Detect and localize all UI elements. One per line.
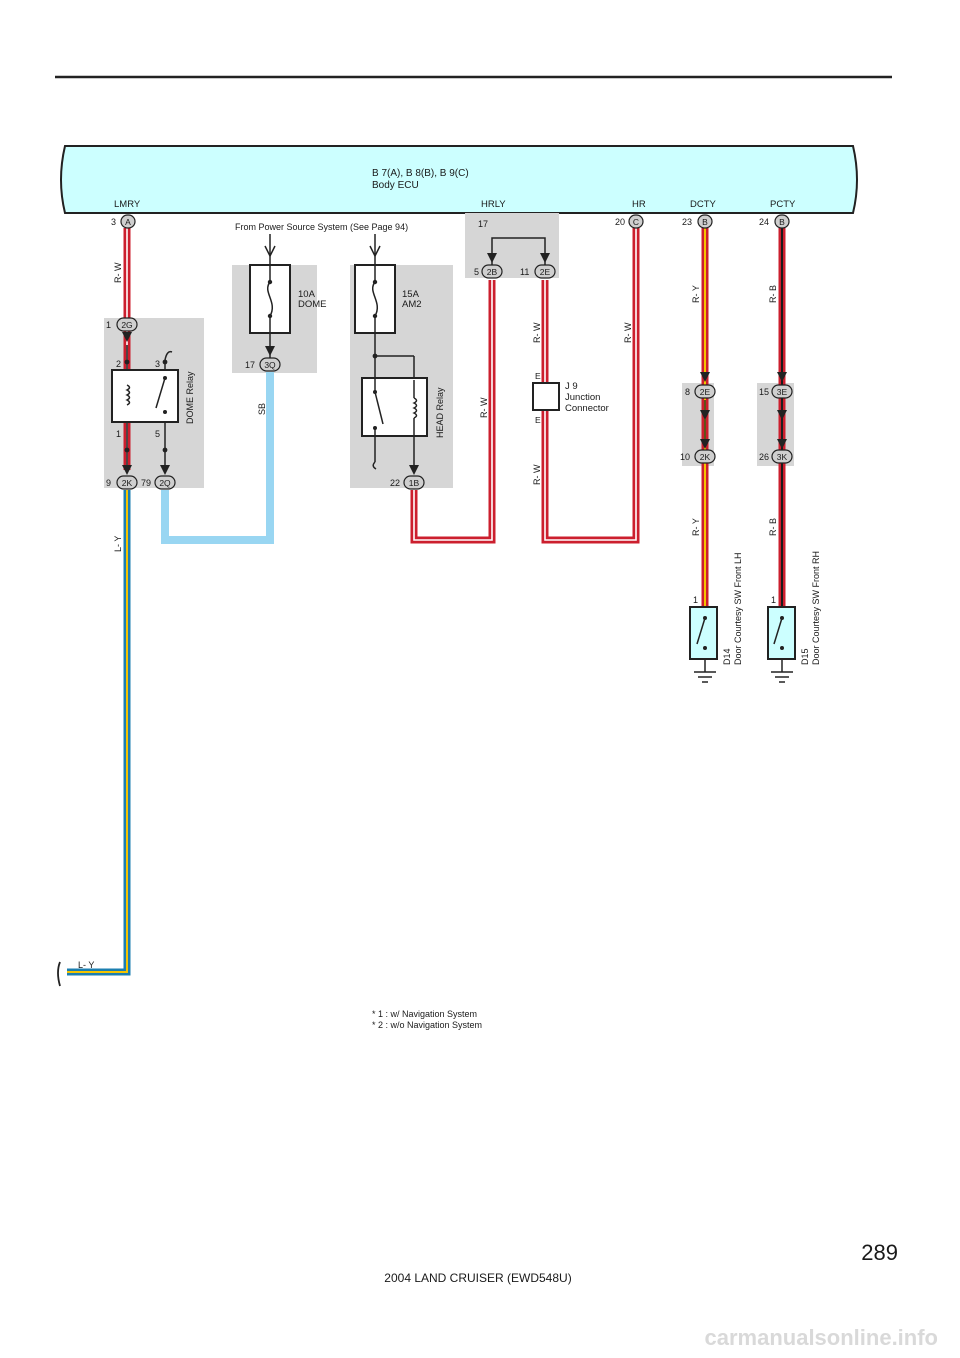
connector-badges: A 3 2G 1 2K 9 2Q 79 3Q 17 1B 22 17 2B 5 …	[106, 214, 793, 490]
footer-title: 2004 LAND CRUISER (EWD548U)	[384, 1271, 571, 1285]
label-lmry-end: L- Y	[78, 960, 94, 970]
d15-pin: 1	[771, 595, 776, 605]
badge-dome-out-r-pin: 79	[141, 478, 151, 488]
label-dcty-top: R- Y	[691, 285, 701, 303]
badge-dcty-code: B	[702, 217, 708, 227]
dome-relay	[111, 359, 179, 453]
am2-fuse	[354, 264, 415, 380]
door-switch-d14	[689, 606, 718, 683]
dome-relay-pin-1: 1	[116, 429, 121, 439]
fuse-dome-name: DOME	[298, 299, 327, 310]
wire-lmry-ly	[57, 490, 131, 987]
d15-code: D15	[800, 648, 810, 665]
d14-name: Door Courtesy SW Front LH	[733, 552, 743, 665]
badge-dome-out-r-code: 2Q	[159, 478, 171, 488]
label-pcty-top: R- B	[768, 285, 778, 303]
wire-hrly-left-rw	[410, 280, 496, 544]
badge-hr-code: C	[633, 217, 639, 227]
terminal-lmry: LMRY	[114, 199, 141, 210]
d14-code: D14	[722, 648, 732, 665]
power-source-note: From Power Source System (See Page 94)	[235, 222, 408, 232]
page-number: 289	[861, 1240, 898, 1265]
badge-hrly-left-pin: 5	[474, 267, 479, 277]
dome-relay-pin-5: 5	[155, 429, 160, 439]
dome-relay-pin-2: 2	[116, 359, 121, 369]
badge-dcty-mid-top-code: 2E	[700, 387, 711, 397]
badge-dome-in-pin: 1	[106, 320, 111, 330]
label-dome-sb: SB	[257, 403, 267, 415]
body-ecu-block	[60, 145, 858, 214]
label-pcty-bottom: R- B	[768, 518, 778, 536]
badge-pcty-pin: 24	[759, 217, 769, 227]
fuse-am2-rating: 15A	[402, 289, 420, 300]
badge-pcty-code: B	[779, 217, 785, 227]
junction-pin-bottom: E	[535, 415, 541, 425]
terminal-hrly: HRLY	[481, 199, 506, 210]
badge-dcty-mid-bottom-pin: 10	[680, 452, 690, 462]
note-1: * 1 : w/ Navigation System	[372, 1009, 477, 1019]
watermark: carmanualsonline.info	[705, 1325, 939, 1350]
badge-lmry-pin: 3	[111, 217, 116, 227]
junction-label-3: Connector	[565, 403, 609, 414]
badge-dome-out-l-pin: 9	[106, 478, 111, 488]
wire-labels: R- W L- Y L- Y SB R- W R- W R- W R- W R-…	[78, 262, 778, 970]
head-relay	[361, 377, 428, 472]
label-lmry-top: R- W	[113, 262, 123, 283]
badge-dome-in-code: 2G	[121, 320, 132, 330]
badge-head-relay-code: 1B	[409, 478, 420, 488]
fuse-am2-name: AM2	[402, 299, 422, 310]
label-hrly-right-top: R- W	[532, 322, 542, 343]
badge-pcty-mid-bottom-pin: 26	[759, 452, 769, 462]
dome-relay-label: DOME Relay	[185, 371, 195, 424]
terminal-dcty: DCTY	[690, 199, 717, 210]
badge-dome-fuse-code: 3Q	[264, 360, 276, 370]
junction-label-2: Junction	[565, 392, 600, 403]
label-hrly-left: R- W	[479, 397, 489, 418]
badge-hrly-left-code: 2B	[487, 267, 498, 277]
ecu-title-line2: Body ECU	[372, 180, 419, 191]
dome-relay-pin-3: 3	[155, 359, 160, 369]
badge-pcty-mid-top-code: 3E	[777, 387, 788, 397]
dome-fuse	[249, 264, 291, 360]
ecu-title-line1: B 7(A), B 8(B), B 9(C)	[372, 168, 469, 179]
badge-hr-pin: 20	[615, 217, 625, 227]
note-2: * 2 : w/o Navigation System	[372, 1020, 482, 1030]
junction-pin-top: E	[535, 371, 541, 381]
badge-lmry-code: A	[125, 217, 131, 227]
badge-dome-out-l-code: 2K	[122, 478, 133, 488]
d15-name: Door Courtesy SW Front RH	[811, 551, 821, 665]
badge-dcty-mid-top-pin: 8	[685, 387, 690, 397]
badge-hrly-top-pin: 17	[478, 219, 488, 229]
badge-head-relay-pin: 22	[390, 478, 400, 488]
head-relay-label: HEAD Relay	[435, 387, 445, 438]
badge-pcty-mid-top-pin: 15	[759, 387, 769, 397]
connector-arrowheads	[122, 253, 787, 475]
power-arrows	[264, 234, 381, 265]
label-dcty-bottom: R- Y	[691, 518, 701, 536]
junction-connector-j9	[532, 382, 560, 411]
badge-dcty-mid-bottom-code: 2K	[700, 452, 711, 462]
wire-dome-sb	[161, 372, 274, 544]
fuse-dome-rating: 10A	[298, 289, 316, 300]
label-lmry-bottom: L- Y	[113, 536, 123, 552]
junction-label-1: J 9	[565, 381, 578, 392]
label-hr: R- W	[623, 322, 633, 343]
badge-dcty-pin: 23	[682, 217, 692, 227]
badge-hrly-right-pin: 11	[520, 267, 529, 277]
terminal-hr: HR	[632, 199, 646, 210]
badge-pcty-mid-bottom-code: 3K	[777, 452, 788, 462]
badge-dome-fuse-pin: 17	[245, 360, 255, 370]
hrly-internal-link	[491, 237, 546, 265]
door-switch-d15	[767, 606, 796, 683]
d14-pin: 1	[693, 595, 698, 605]
label-hrly-right-bottom: R- W	[532, 464, 542, 485]
inline-connector-mid-arrows	[700, 410, 787, 420]
badge-hrly-right-code: 2E	[540, 267, 551, 277]
terminal-pcty: PCTY	[770, 199, 796, 210]
